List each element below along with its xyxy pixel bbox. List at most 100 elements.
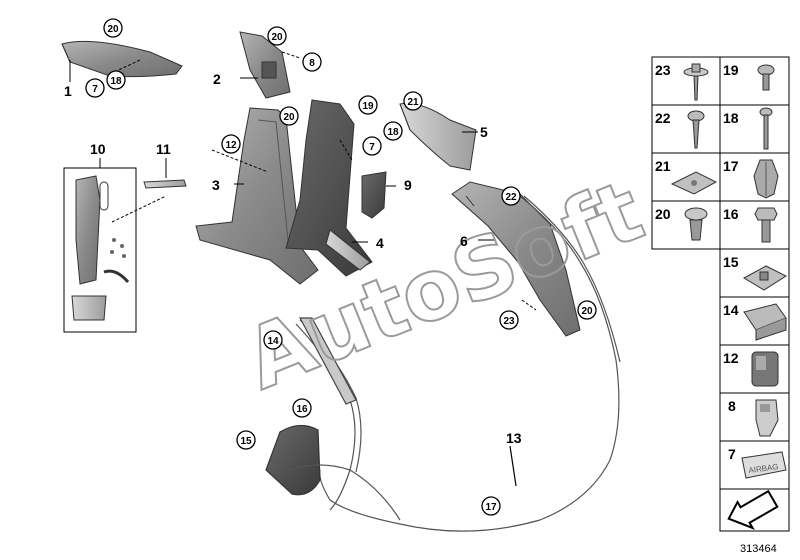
svg-text:15: 15 xyxy=(240,436,252,447)
table-cell-16: 16 xyxy=(723,206,778,243)
svg-text:7: 7 xyxy=(369,142,375,153)
tapping-screw-icon xyxy=(687,110,705,149)
table-cell-17: 17 xyxy=(723,158,779,199)
callout-4: 4 xyxy=(376,235,384,251)
circled-callout-20-b: 20 xyxy=(267,26,287,46)
clip-icon xyxy=(684,207,708,241)
svg-text:21: 21 xyxy=(407,97,419,108)
table-cell-14: 14 xyxy=(723,302,787,341)
callout-1: 1 xyxy=(64,83,72,99)
circled-callout-21: 21 xyxy=(403,91,423,111)
svg-text:12: 12 xyxy=(723,350,739,366)
table-cell-23: 23 xyxy=(655,62,709,101)
svg-text:19: 19 xyxy=(723,62,739,78)
svg-text:23: 23 xyxy=(503,316,515,327)
callout-13: 13 xyxy=(506,430,522,446)
bracket-clip-icon xyxy=(743,303,787,341)
table-cell-8: 8 xyxy=(728,398,779,437)
circled-callout-17: 17 xyxy=(481,496,501,516)
circled-callout-19: 19 xyxy=(358,95,378,115)
table-cell-18: 18 xyxy=(723,107,773,150)
table-cell-19: 19 xyxy=(723,62,775,91)
parts-table: 23 19 22 18 xyxy=(651,56,790,555)
circled-callout-22: 22 xyxy=(501,186,521,206)
expanding-rivet-icon xyxy=(753,159,779,199)
svg-text:17: 17 xyxy=(723,158,739,174)
callout-2: 2 xyxy=(213,71,221,87)
svg-text:18: 18 xyxy=(723,110,739,126)
svg-text:17: 17 xyxy=(485,502,497,513)
svg-text:20: 20 xyxy=(581,306,593,317)
svg-text:22: 22 xyxy=(505,192,517,203)
part-10-group xyxy=(63,158,167,333)
svg-text:7: 7 xyxy=(728,446,736,462)
circled-callout-16: 16 xyxy=(292,398,312,418)
hex-bolt-icon xyxy=(754,207,778,243)
svg-text:14: 14 xyxy=(723,302,739,318)
callout-5: 5 xyxy=(480,124,488,140)
svg-text:21: 21 xyxy=(655,158,671,174)
circled-callout-18-top: 18 xyxy=(106,70,126,90)
part-2-upper-trim xyxy=(239,31,301,99)
table-cell-12: 12 xyxy=(723,350,779,387)
part-11-bracket xyxy=(143,158,187,189)
spring-nut-icon xyxy=(670,171,718,195)
circled-callout-7-top: 7 xyxy=(85,78,105,98)
part-9-cover xyxy=(361,171,396,219)
part-4-pillar-trim xyxy=(285,99,373,277)
circled-callout-23: 23 xyxy=(499,310,519,330)
svg-text:12: 12 xyxy=(225,140,237,151)
arrow-icon xyxy=(727,489,779,530)
cable-clip-icon xyxy=(751,351,779,387)
circled-callout-7-p4: 7 xyxy=(362,136,382,156)
svg-text:14: 14 xyxy=(267,336,279,347)
document-number: 313464 xyxy=(740,543,777,555)
svg-text:20: 20 xyxy=(655,206,671,222)
callout-10: 10 xyxy=(90,141,106,157)
circled-callout-20-top: 20 xyxy=(103,18,123,38)
table-cell-15: 15 xyxy=(723,254,788,291)
circled-callout-12: 12 xyxy=(221,134,241,154)
long-screw-icon xyxy=(759,107,773,150)
svg-text:AIRBAG: AIRBAG xyxy=(748,462,779,475)
svg-text:15: 15 xyxy=(723,254,739,270)
svg-text:20: 20 xyxy=(271,32,283,43)
part-5-trim xyxy=(399,102,478,171)
circled-callout-18-p4: 18 xyxy=(383,121,403,141)
circled-callout-14: 14 xyxy=(263,330,283,350)
table-cell-20: 20 xyxy=(655,206,708,241)
circled-callout-20-p3: 20 xyxy=(279,106,299,126)
plain-callouts: 1 2 3 4 5 6 9 10 11 13 xyxy=(64,71,522,446)
svg-text:19: 19 xyxy=(362,101,374,112)
belt-cable-assembly xyxy=(265,195,621,532)
circled-callout-20-p6: 20 xyxy=(577,300,597,320)
svg-text:8: 8 xyxy=(728,398,736,414)
callout-11: 11 xyxy=(156,141,171,157)
svg-text:20: 20 xyxy=(107,24,119,35)
table-cell-21: 21 xyxy=(655,158,718,195)
svg-text:7: 7 xyxy=(92,84,98,95)
clip-nut-icon xyxy=(742,265,788,291)
circled-callout-15: 15 xyxy=(236,430,256,450)
svg-text:22: 22 xyxy=(655,110,671,126)
callout-3: 3 xyxy=(212,177,220,193)
svg-text:23: 23 xyxy=(655,62,671,78)
svg-text:18: 18 xyxy=(387,127,399,138)
circled-callout-8: 8 xyxy=(302,52,322,72)
short-screw-icon xyxy=(757,64,775,91)
airbag-badge-icon: AIRBAG xyxy=(741,451,787,479)
callout-6: 6 xyxy=(460,233,468,249)
svg-text:20: 20 xyxy=(283,112,295,123)
retainer-clip-icon xyxy=(755,399,779,437)
svg-text:18: 18 xyxy=(110,76,122,87)
part-6-rear-trim xyxy=(451,181,581,337)
table-cell-7: 7 AIRBAG xyxy=(728,446,787,479)
svg-text:16: 16 xyxy=(296,404,308,415)
circled-callouts: 20 18 7 20 8 12 20 19 7 18 21 22 23 20 1… xyxy=(85,18,597,516)
svg-text:8: 8 xyxy=(309,58,315,69)
part-3-pillar-trim xyxy=(195,107,319,285)
callout-9: 9 xyxy=(404,177,412,193)
screw-washer-icon xyxy=(683,63,709,101)
table-cell-22: 22 xyxy=(655,110,705,149)
